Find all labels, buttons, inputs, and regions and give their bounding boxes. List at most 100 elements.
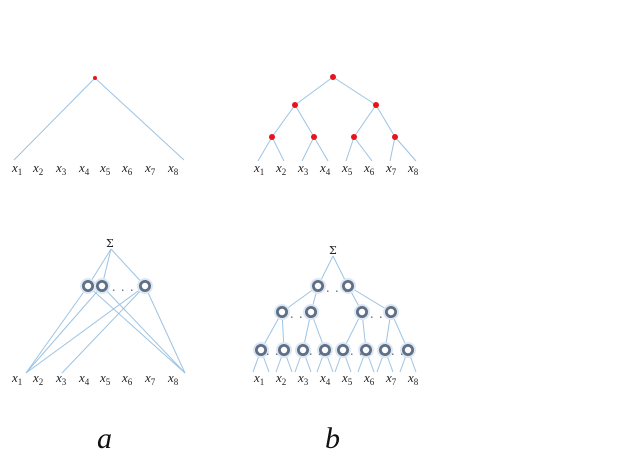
tr-label-x3: x3 [297, 160, 309, 177]
bl-label-x5: x5 [99, 370, 111, 387]
node-layer [80, 74, 416, 358]
tr-label-x2-subscript: 2 [282, 167, 287, 177]
br-node-l3-3-inner [321, 346, 329, 354]
bl-product-node-1-inner [98, 282, 106, 290]
br-node-l3-7 [400, 342, 416, 358]
br-edge-l1-3 [347, 285, 392, 313]
br-label-x1: x1 [253, 370, 264, 387]
br-label-x4: x4 [319, 370, 331, 387]
tr-edge-leaf-7 [394, 136, 417, 162]
tl-label-x6: x6 [121, 160, 133, 177]
tl-label-x3-subscript: 3 [62, 167, 67, 177]
br-label-x7: x7 [385, 370, 397, 387]
bl-label-x1: x1 [11, 370, 22, 387]
br-node-l1-1-inner [344, 282, 352, 290]
tr-edge-leaf-6 [389, 136, 396, 162]
br-node-l1-0 [310, 278, 326, 294]
bl-edge-left-2 [25, 285, 146, 374]
bl-label-x8-subscript: 8 [174, 377, 179, 387]
br-node-l3-4 [335, 342, 351, 358]
edge-layer [13, 76, 417, 374]
tr-edge-leaf-1 [271, 136, 285, 162]
br-node-l2-2-inner [358, 308, 366, 316]
tr-label-x5: x5 [341, 160, 353, 177]
bl-ellipsis: . . . [112, 280, 135, 295]
br-node-l3-2 [295, 342, 311, 358]
bl-label-x5-subscript: 5 [106, 377, 111, 387]
tl-label-x8-subscript: 8 [174, 167, 179, 177]
tr-edge-root-0 [294, 76, 334, 106]
br-ellipsis-l3-2: . . . [350, 344, 373, 359]
bl-product-node-0 [80, 278, 96, 294]
br-label-x8: x8 [407, 370, 419, 387]
br-node-l2-2 [354, 304, 370, 320]
br-ellipsis-l2-left: . . . [290, 307, 313, 322]
tl-label-x2: x2 [32, 160, 43, 177]
br-node-l2-1-inner [307, 308, 315, 316]
br-node-l2-0-inner [278, 308, 286, 316]
bl-label-x4-subscript: 4 [85, 377, 90, 387]
br-node-l3-1 [276, 342, 292, 358]
tr-label-x8: x8 [407, 160, 419, 177]
tr-label-x5-subscript: 5 [348, 167, 353, 177]
tr-node-l2-0 [292, 102, 298, 108]
br-ellipsis-l1: . . . [326, 281, 349, 296]
tr-edge-l2-2 [353, 104, 377, 138]
br-ellipsis-l3-0: . . . [266, 344, 289, 359]
panel-label-a: a [97, 422, 112, 455]
bl-label-x2: x2 [32, 370, 43, 387]
bl-label-x7-subscript: 7 [151, 377, 156, 387]
tr-label-x6-subscript: 6 [370, 167, 375, 177]
bl-label-x7: x7 [144, 370, 156, 387]
tl-label-x6-subscript: 6 [128, 167, 133, 177]
tl-label-x1-subscript: 1 [18, 167, 23, 177]
tr-label-x3-subscript: 3 [304, 167, 309, 177]
tl-label-x5-subscript: 5 [106, 167, 111, 177]
bl-product-node-2 [137, 278, 153, 294]
tr-node-l3-3 [392, 134, 398, 140]
bl-label-x4: x4 [78, 370, 90, 387]
br-label-x4-subscript: 4 [326, 377, 331, 387]
tl-label-x3: x3 [55, 160, 67, 177]
br-node-l2-3 [383, 304, 399, 320]
tr-label-x7: x7 [385, 160, 397, 177]
tr-label-x4: x4 [319, 160, 331, 177]
br-node-l2-3-inner [387, 308, 395, 316]
tl-edge-right [94, 77, 185, 161]
br-node-l3-5-inner [362, 346, 370, 354]
br-ellipsis-l2-right: . . . [370, 307, 393, 322]
tl-label-x4: x4 [78, 160, 90, 177]
tr-edge-l2-0 [271, 104, 296, 138]
tl-label-x7: x7 [144, 160, 156, 177]
tr-node-l3-0 [269, 134, 275, 140]
br-node-l1-1 [340, 278, 356, 294]
br-label-x7-subscript: 7 [392, 377, 397, 387]
tl-label-x1: x1 [11, 160, 22, 177]
tl-label-x4-subscript: 4 [85, 167, 90, 177]
tr-edge-leaf-0 [257, 136, 273, 162]
bl-label-x6-subscript: 6 [128, 377, 133, 387]
br-label-x6-subscript: 6 [370, 377, 375, 387]
br-node-l3-6-inner [381, 346, 389, 354]
bl-label-x3: x3 [55, 370, 67, 387]
tl-label-x8: x8 [167, 160, 179, 177]
br-node-l1-0-inner [314, 282, 322, 290]
tr-label-x4-subscript: 4 [326, 167, 331, 177]
bl-edge-sum-2 [110, 248, 146, 287]
tr-label-x1: x1 [253, 160, 264, 177]
tr-node-l3-1 [311, 134, 317, 140]
br-label-x2: x2 [275, 370, 286, 387]
br-label-x1-subscript: 1 [260, 377, 265, 387]
br-node-l3-5 [358, 342, 374, 358]
tl-root-node [93, 76, 97, 80]
sum-symbol-b: Σ [329, 244, 337, 257]
br-ellipsis-l3-1: . . . [309, 344, 332, 359]
bl-edge-left-0 [25, 285, 89, 374]
tr-edge-leaf-3 [313, 136, 329, 162]
bl-product-node-0-inner [84, 282, 92, 290]
tr-label-x7-subscript: 7 [392, 167, 397, 177]
br-node-l3-2-inner [299, 346, 307, 354]
tr-root-node [330, 74, 336, 80]
br-label-x6: x6 [363, 370, 375, 387]
